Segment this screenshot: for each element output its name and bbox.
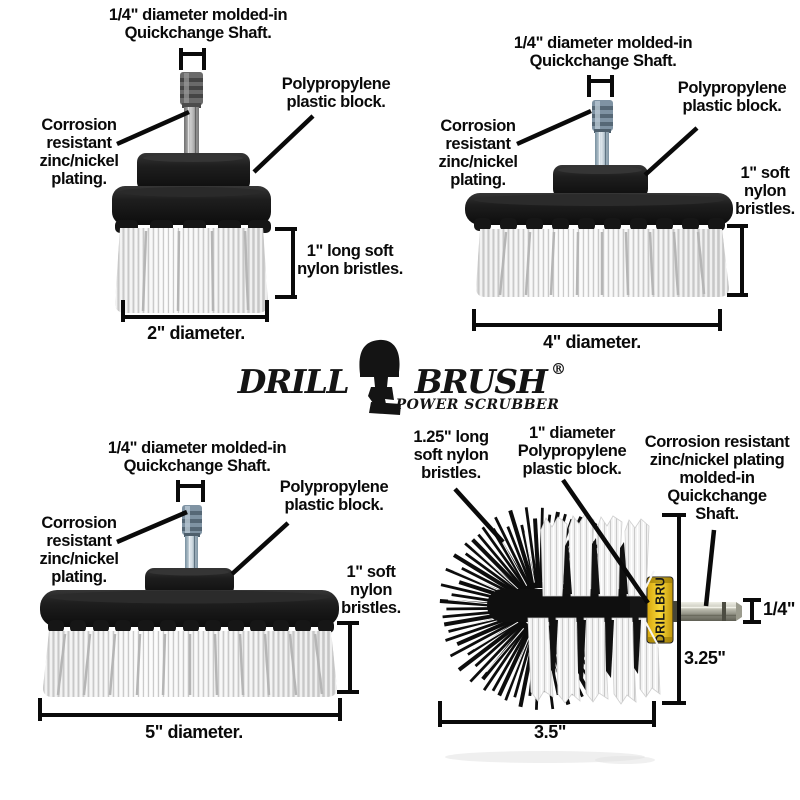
label-ball-shank-diameter: 1/4" — [763, 599, 795, 619]
label-4in-diameter: 4" diameter. — [543, 332, 641, 352]
drill-icon — [359, 339, 401, 415]
soft-shadow — [445, 751, 655, 764]
label-5in-block: Polypropylene plastic block. — [279, 478, 389, 514]
label-2in-block: Polypropylene plastic block. — [281, 75, 391, 111]
label-5in-plating: Corrosion resistant zinc/nickel plating. — [39, 514, 119, 586]
label-2in-diameter: 2" diameter. — [147, 323, 245, 343]
label-ball-bristles: 1.25" long soft nylon bristles. — [413, 428, 489, 482]
logo-word-brush: BRUSH — [414, 362, 548, 401]
label-5in-shaft: 1/4" diameter molded-in Quickchange Shaf… — [107, 439, 287, 475]
label-ball-shaft: Corrosion resistant zinc/nickel plating … — [644, 433, 790, 523]
label-4in-plating: Corrosion resistant zinc/nickel plating. — [438, 117, 518, 189]
label-5in-diameter: 5" diameter. — [145, 722, 243, 742]
logo-tagline: POWER SCRUBBER — [395, 397, 560, 413]
label-2in-bristles: 1" long soft nylon bristles. — [297, 242, 403, 278]
brush-2in-photo — [112, 72, 271, 313]
dimension-lines — [38, 48, 761, 727]
brand-band: DRILLBRU — [646, 576, 674, 644]
label-4in-shaft: 1/4" diameter molded-in Quickchange Shaf… — [513, 34, 693, 70]
label-4in-bristles: 1" soft nylon bristles. — [735, 164, 795, 218]
logo-word-drill: DRILL — [237, 362, 350, 401]
brush-4in-photo — [465, 100, 733, 297]
label-2in-plating: Corrosion resistant zinc/nickel plating. — [39, 116, 119, 188]
brush-5in-photo — [40, 505, 339, 697]
label-ball-diameter: 3.5" — [534, 722, 566, 742]
label-4in-block: Polypropylene plastic block. — [677, 79, 787, 115]
label-ball-length: 3.25" — [684, 648, 726, 668]
label-2in-shaft: 1/4" diameter molded-in Quickchange Shaf… — [108, 6, 288, 42]
hex-shank — [673, 601, 742, 622]
logo-registered-mark: ® — [551, 360, 566, 378]
brush-ball-photo: DRILLBRU — [439, 507, 742, 710]
callout-lines — [116, 108, 717, 607]
band-brand-text: DRILLBRU — [654, 577, 668, 643]
label-5in-bristles: 1" soft nylon bristles. — [341, 563, 401, 617]
label-ball-block: 1" diameter Polypropylene plastic block. — [517, 424, 627, 478]
